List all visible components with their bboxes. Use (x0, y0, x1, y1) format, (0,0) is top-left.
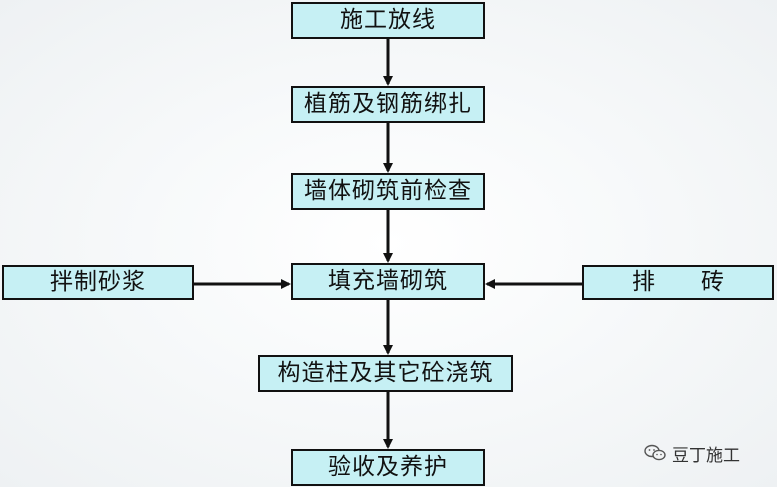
step-box-infill-wall-masonry: 填充墙砌筑 (291, 263, 485, 300)
step-label: 构造柱及其它砼浇筑 (277, 360, 494, 386)
input-label: 拌制砂浆 (50, 269, 146, 295)
input-box-brick-layout: 排 砖 (582, 265, 774, 300)
step-label: 植筋及钢筋绑扎 (304, 91, 472, 117)
step-box-pre-masonry-inspection: 墙体砌筑前检查 (291, 173, 485, 210)
step-box-acceptance-curing: 验收及养护 (291, 449, 485, 486)
input-box-mix-mortar: 拌制砂浆 (2, 265, 194, 300)
step-box-rebar-planting-binding: 植筋及钢筋绑扎 (291, 86, 485, 123)
step-label: 验收及养护 (328, 454, 448, 480)
watermark-text: 豆丁施工 (672, 445, 740, 466)
step-label: 墙体砌筑前检查 (304, 178, 472, 204)
step-box-column-concrete-pouring: 构造柱及其它砼浇筑 (258, 355, 513, 392)
wechat-icon (644, 444, 666, 461)
step-label: 施工放线 (340, 7, 436, 33)
step-box-construction-layout: 施工放线 (291, 2, 485, 39)
watermark: 豆丁施工 (644, 441, 740, 466)
step-label: 填充墙砌筑 (328, 268, 448, 294)
input-label: 排 砖 (632, 269, 724, 295)
